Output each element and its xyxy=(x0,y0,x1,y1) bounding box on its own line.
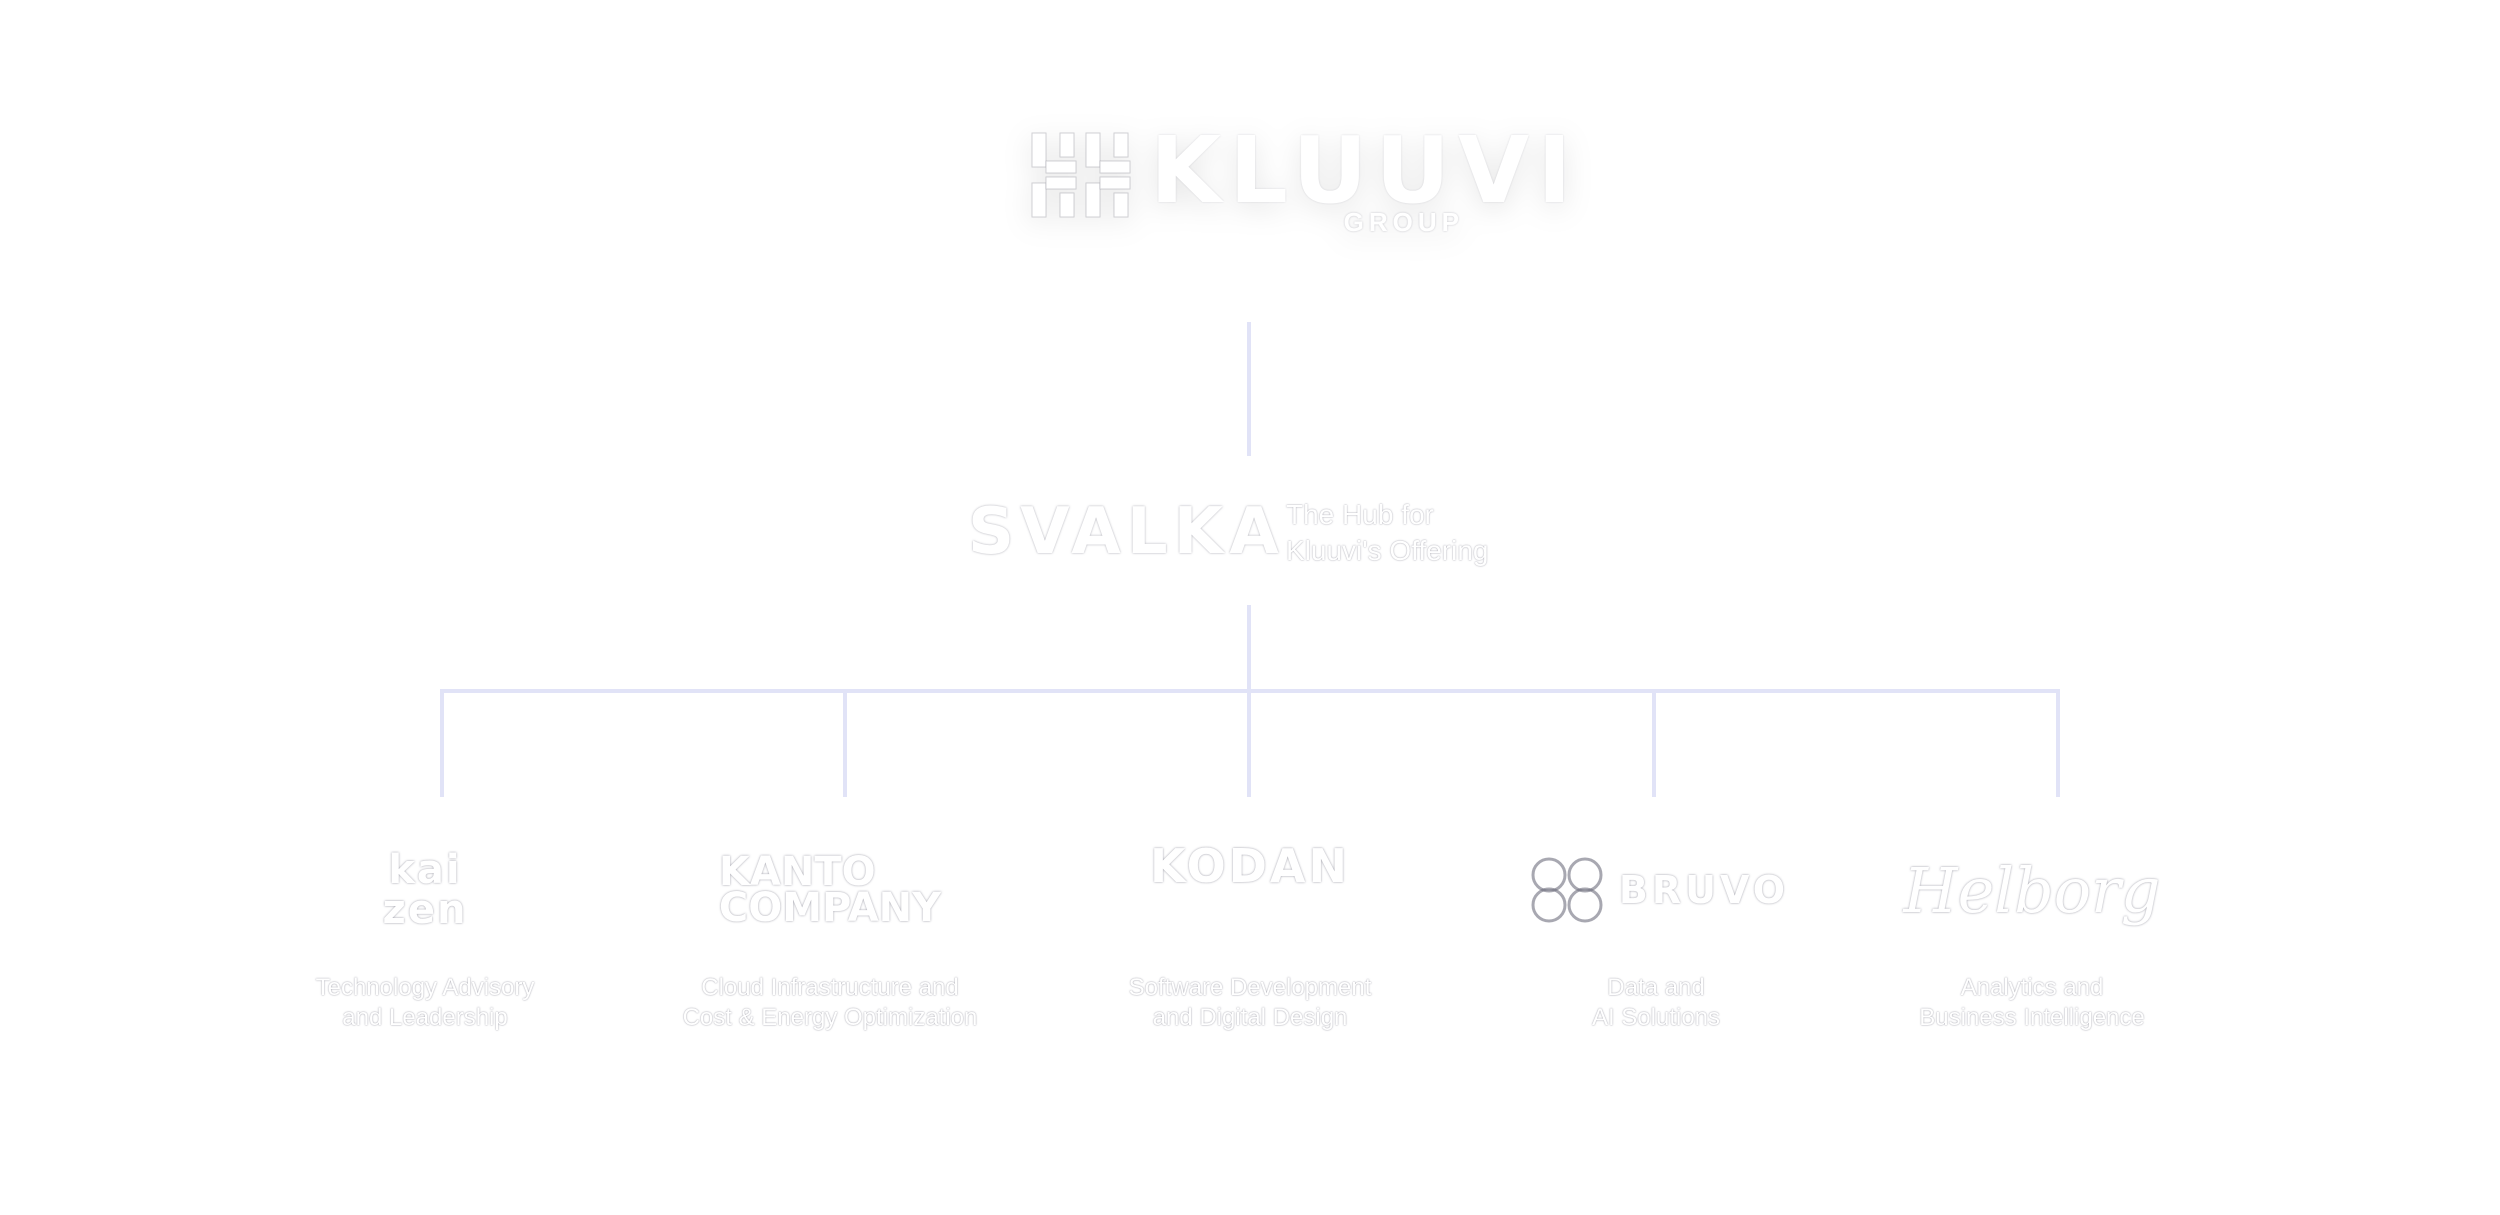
connector-drop-4 xyxy=(1652,689,1656,797)
company-description: Analytics and Business Intelligence xyxy=(1919,974,2145,1031)
hub-tagline: The Hub for Kluuvi's Offering xyxy=(1286,499,1489,566)
kluuvi-wordmark: KLUUVI xyxy=(1150,117,1580,224)
kodan-logo: KODAN xyxy=(1150,839,1350,893)
company-kodan: KODAN Software Development and Digital D… xyxy=(1080,835,1420,1033)
company-description: Cloud Infrastructure and Cost & Energy O… xyxy=(682,974,978,1031)
company-bruvo: BRUVO Data and AI Solutions xyxy=(1486,835,1826,1033)
connector-drop-1 xyxy=(440,689,444,797)
kluuvi-group-logo: KLUUVI GROUP xyxy=(1030,125,1571,237)
kaizen-logo: kai zen xyxy=(382,847,468,933)
helborg-logo: Helborg xyxy=(1903,853,2161,927)
kanto-company-logo: KANTO COMPANY xyxy=(718,849,942,931)
connector-top xyxy=(1247,322,1251,456)
group-label: GROUP xyxy=(1343,207,1464,237)
company-description: Software Development and Digital Design xyxy=(1128,974,1372,1031)
bruvo-mark-icon xyxy=(1531,857,1603,923)
bruvo-logo: BRUVO xyxy=(1486,835,1826,945)
company-kaizen: kai zen Technology Advisory and Leadersh… xyxy=(255,835,595,1033)
connector-drop-3 xyxy=(1247,689,1251,797)
company-description: Technology Advisory and Leadership xyxy=(315,974,535,1031)
svalka-logo: SVALKA xyxy=(968,495,1285,569)
connector-drop-5 xyxy=(2056,689,2060,797)
company-helborg: Helborg Analytics and Business Intellige… xyxy=(1862,835,2202,1033)
kluuvi-mark-icon xyxy=(1031,132,1131,218)
connector-drop-2 xyxy=(843,689,847,797)
company-kanto: KANTO COMPANY Cloud Infrastructure and C… xyxy=(660,835,1000,1033)
company-description: Data and AI Solutions xyxy=(1591,974,1721,1031)
connector-hub xyxy=(1247,605,1251,695)
